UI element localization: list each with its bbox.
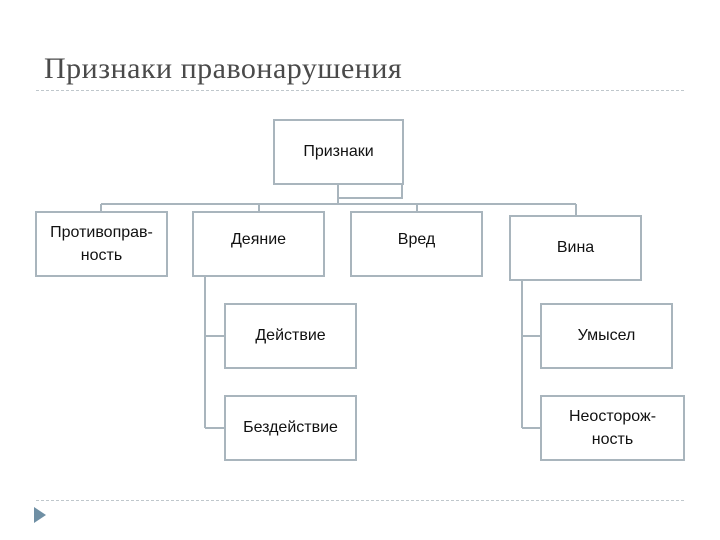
bottom-divider xyxy=(36,500,684,501)
act-form-label-action: Действие xyxy=(255,327,326,345)
feature-label-act: Деяние xyxy=(230,231,287,249)
slide-arrow-icon xyxy=(34,507,46,523)
guilt-form-label-intent: Умысел xyxy=(577,327,636,345)
feature-box-act: Деяние xyxy=(192,211,325,277)
root-box: Признаки xyxy=(273,119,404,185)
slide-title: Признаки правонарушения xyxy=(44,52,403,85)
act-form-box-inaction: Бездействие xyxy=(224,395,357,461)
feature-box-unlawfulness: Противоправ- ность xyxy=(35,211,168,277)
feature-label-unlawfulness: Противоправ- ность xyxy=(50,223,153,264)
top-divider xyxy=(36,90,684,91)
guilt-form-label-negligence: Неосторож- ность xyxy=(568,407,657,448)
feature-label-harm: Вред xyxy=(397,231,436,249)
act-form-box-action: Действие xyxy=(224,303,357,369)
feature-box-guilt: Вина xyxy=(509,215,642,281)
root-label: Признаки xyxy=(303,143,374,161)
feature-box-harm: Вред xyxy=(350,211,483,277)
feature-label-guilt: Вина xyxy=(556,239,595,257)
guilt-form-box-intent: Умысел xyxy=(540,303,673,369)
act-form-label-inaction: Бездействие xyxy=(243,419,338,437)
guilt-form-box-negligence: Неосторож- ность xyxy=(540,395,685,461)
root-connector xyxy=(337,184,403,199)
